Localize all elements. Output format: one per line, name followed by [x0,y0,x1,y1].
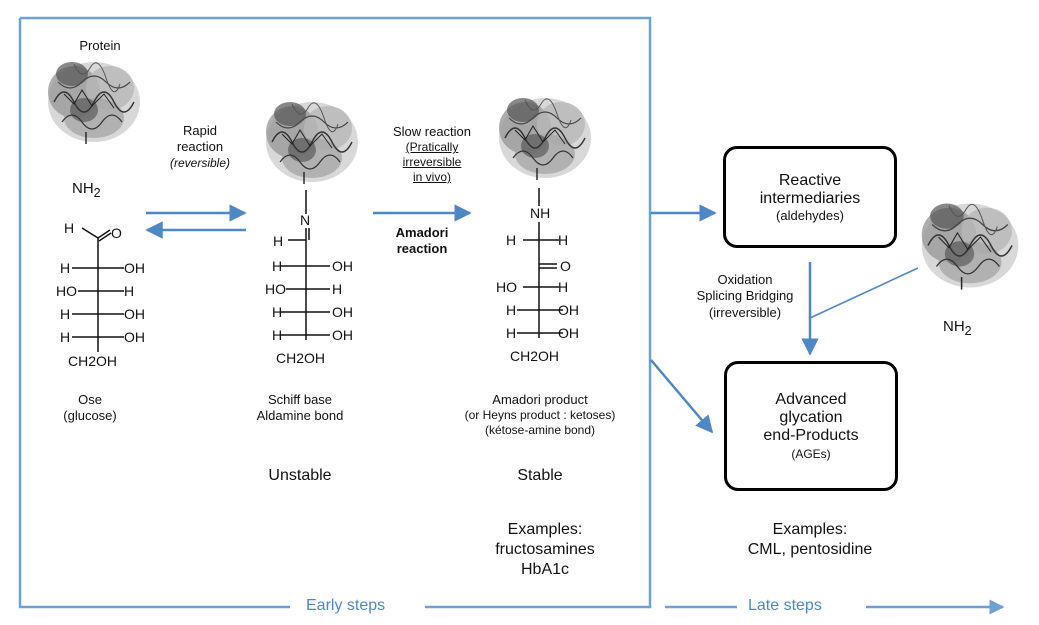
amadori-row-right: OH [558,302,579,318]
glucose-structure [72,227,124,352]
late-steps-label: Late steps [740,598,830,614]
glucose-row-left: H [60,260,71,276]
protein-label: Protein [79,38,121,53]
slow-reaction-label: Slow reaction (Pratically irreversible i… [392,124,472,185]
amadori-bottom: CH2OH [510,348,560,364]
glucose-row-right: H [124,283,135,299]
protein-structure-icon [920,202,1020,291]
schiff-bottom: CH2OH [276,350,326,366]
amadori-top-left: H [506,232,517,248]
early-examples: Examples: fructosamines HbA1c [495,521,595,578]
glucose-h: H [64,220,75,236]
schiff-row-right: OH [332,258,353,274]
schiff-row-left: H [272,258,283,274]
nh2-label: NH2 [72,180,101,200]
reactive-intermediaries-box: Reactive intermediaries (aldehydes) [723,146,897,248]
schiff-row-left: H [272,304,283,320]
amadori-row-left: HO [496,279,517,295]
glucose-row-left: H [60,306,71,322]
nh2-label: NH2 [943,318,972,338]
oxidation-label: Oxidation Splicing Bridging (irreversibl… [696,272,794,320]
amadori-nh: NH [530,205,551,221]
amadori-product-structure [517,188,563,338]
stable-label: Stable [517,467,563,484]
early-steps-frame [18,16,652,609]
schiff-row-right: H [332,281,343,297]
early-steps-label: Early steps [298,598,394,614]
glucose-row-right: OH [124,329,145,345]
schiff-row-left: H [272,327,283,343]
glucose-row-left: H [60,329,71,345]
amadori-row-left: H [506,325,517,341]
schiff-row-right: OH [332,327,353,343]
schiff-h: H [273,233,284,249]
amadori-row-left: H [506,302,517,318]
ages-box: Advanced glycation end-Products (AGEs) [724,361,898,491]
glucose-row-right: OH [124,306,145,322]
amadori-o: O [560,258,571,274]
amadori-row-right: OH [558,325,579,341]
schiff-row-left: HO [265,281,286,297]
glucose-label: Ose(glucose) [63,392,117,424]
protein-join-line [809,267,919,319]
schiff-row-right: OH [332,304,353,320]
protein-structure-icon [47,61,141,145]
protein-structure-icon [265,101,359,185]
amadori-row-right: H [558,279,569,295]
amadori-top-right: H [558,232,569,248]
amadori-product-label: Amadori product (or Heyns product : keto… [464,392,616,438]
glucose-bottom: CH2OH [68,353,118,369]
glucose-o: O [111,225,122,241]
schiff-base-structure [280,190,330,340]
late-examples: Examples: CML, pentosidine [747,521,873,558]
to-ages-arrow [650,359,714,434]
glucose-row-right: OH [124,260,145,276]
schiff-n: N [300,212,311,228]
protein-structure-icon [498,97,592,181]
glucose-row-left: HO [56,283,77,299]
unstable-label: Unstable [268,467,332,484]
